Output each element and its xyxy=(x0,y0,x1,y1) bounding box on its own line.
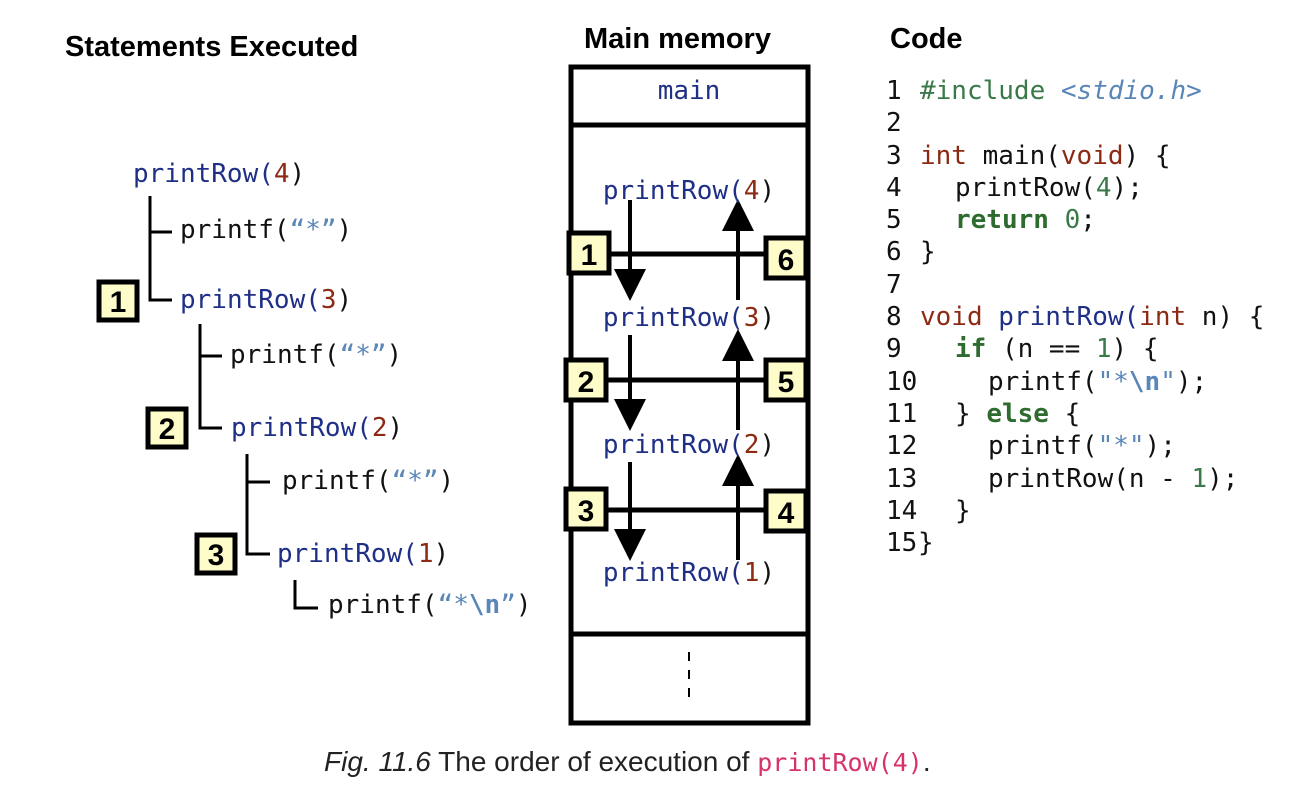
memory-marker-4: 4 xyxy=(763,488,809,534)
svg-text:6: 6 xyxy=(778,244,795,277)
code-line-13: printRow(n - 1); xyxy=(988,464,1238,494)
memory-marker-6: 6 xyxy=(763,235,809,281)
tree-lines xyxy=(148,196,318,610)
code-line-5: return 0; xyxy=(955,205,1096,235)
main-frame-label: main xyxy=(658,76,721,106)
code-line-no-12: 12 xyxy=(886,431,917,461)
code-line-6: } xyxy=(920,237,936,267)
code-line-8: void printRow(int n) { xyxy=(920,302,1264,332)
svg-text:5: 5 xyxy=(778,366,795,399)
code-line-no-2: 2 xyxy=(886,108,902,138)
memory-marker-2: 2 xyxy=(563,357,609,403)
tree-marker-2: 2 xyxy=(145,406,189,450)
tree-printf-star-1: printf(“*”) xyxy=(180,215,352,245)
code-line-no-13: 13 xyxy=(886,464,917,494)
svg-text:3: 3 xyxy=(578,495,595,528)
figure-caption: Fig. 11.6 The order of execution of prin… xyxy=(324,746,931,777)
code-line-no-6: 6 xyxy=(886,237,902,267)
frame-printrow-2: printRow(2) xyxy=(603,430,775,460)
code-line-14: } xyxy=(955,496,971,526)
code-line-no-8: 8 xyxy=(886,302,902,332)
code-line-no-5: 5 xyxy=(886,205,902,235)
memory-marker-3: 3 xyxy=(563,486,609,532)
tree-marker-1: 1 xyxy=(96,279,140,323)
code-line-10: printf("*\n"); xyxy=(988,367,1207,397)
tree-call-printrow-3: printRow(3) xyxy=(180,285,352,315)
svg-text:2: 2 xyxy=(578,366,595,399)
svg-text:4: 4 xyxy=(778,497,795,530)
code-header: Code xyxy=(890,23,963,55)
tree-call-printrow-1: printRow(1) xyxy=(277,539,449,569)
tree-marker-3: 3 xyxy=(194,532,238,576)
memory-marker-5: 5 xyxy=(763,357,809,403)
code-line-12: printf("*"); xyxy=(988,431,1176,461)
memory-stack: main printRow(4) printRow(3) printRow(2)… xyxy=(563,64,811,726)
code-line-no-1: 1 xyxy=(886,76,902,106)
code-line-no-11: 11 xyxy=(886,399,917,429)
statements-header: Statements Executed xyxy=(65,31,358,63)
code-line-no-4: 4 xyxy=(886,173,902,203)
code-line-15: } xyxy=(918,528,934,558)
statements-tree: printRow(4) printf(“*”) printRow(3) prin… xyxy=(96,159,532,620)
tree-printf-star-3: printf(“*”) xyxy=(282,466,454,496)
tree-call-printrow-4: printRow(4) xyxy=(133,159,305,189)
svg-text:1: 1 xyxy=(581,239,598,272)
code-line-no-7: 7 xyxy=(886,270,902,300)
code-line-no-9: 9 xyxy=(886,334,902,364)
tree-printf-star-newline: printf(“*\n”) xyxy=(328,590,532,620)
code-listing: 1 #include <stdio.h> 2 3 int main(void) … xyxy=(886,76,1264,558)
svg-text:3: 3 xyxy=(208,539,225,572)
code-line-no-3: 3 xyxy=(886,141,902,171)
tree-printf-star-2: printf(“*”) xyxy=(230,340,402,370)
memory-marker-1: 1 xyxy=(566,230,612,276)
code-line-no-10: 10 xyxy=(886,367,917,397)
code-line-3: int main(void) { xyxy=(920,141,1170,171)
code-line-4: printRow(4); xyxy=(955,173,1143,203)
code-line-no-15: 15 xyxy=(886,528,917,558)
memory-header: Main memory xyxy=(584,23,771,55)
code-line-1: #include <stdio.h> xyxy=(920,76,1202,106)
code-line-9: if (n == 1) { xyxy=(955,334,1159,364)
frame-printrow-4: printRow(4) xyxy=(603,176,775,206)
frame-printrow-1: printRow(1) xyxy=(603,558,775,588)
code-line-no-14: 14 xyxy=(886,496,917,526)
tree-call-printrow-2: printRow(2) xyxy=(231,413,403,443)
code-line-11: } else { xyxy=(955,399,1080,429)
svg-text:1: 1 xyxy=(110,286,127,319)
svg-text:2: 2 xyxy=(159,413,176,446)
frame-printrow-3: printRow(3) xyxy=(603,303,775,333)
